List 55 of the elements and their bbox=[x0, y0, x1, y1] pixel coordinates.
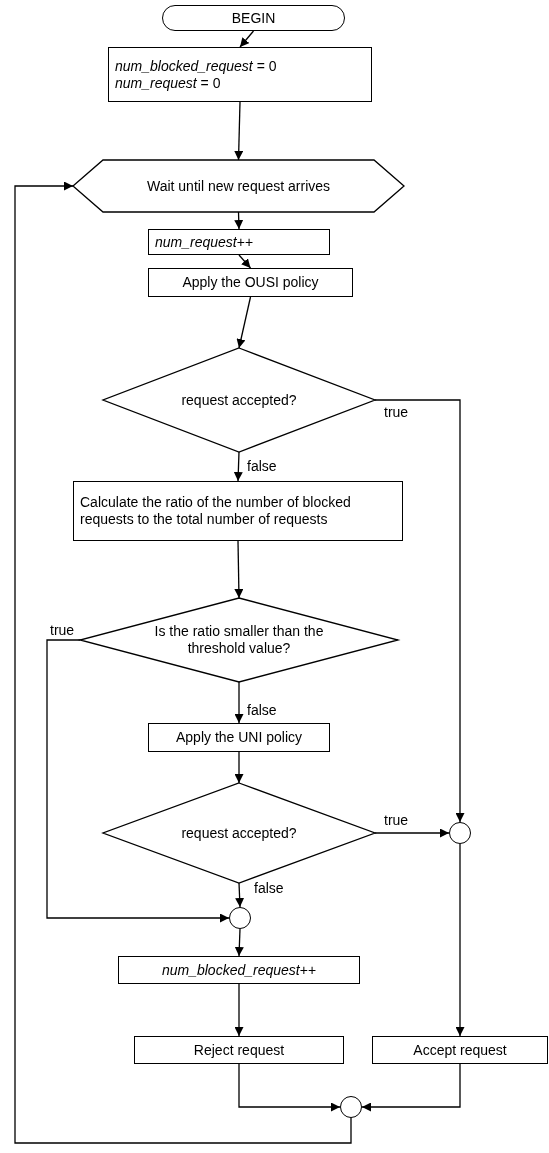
node-text: BEGIN bbox=[231, 9, 276, 27]
node-text: Is the ratio smaller than the threshold value? bbox=[153, 623, 325, 657]
node-text: request accepted? bbox=[181, 391, 297, 409]
node-text: Reject request bbox=[193, 1041, 285, 1059]
node-text: num_blocked_request++ bbox=[161, 961, 317, 979]
junction-circle bbox=[340, 1096, 362, 1118]
start-terminal bbox=[162, 5, 345, 31]
process-box bbox=[148, 229, 330, 255]
arrow bbox=[234, 751, 244, 784]
junction-circle bbox=[229, 907, 251, 929]
node-text: Wait until new request arrives bbox=[146, 177, 331, 195]
node-text: num_request = 0 bbox=[115, 74, 221, 92]
arrow bbox=[46, 639, 230, 923]
node-text: num_blocked_request = 0 bbox=[115, 57, 277, 75]
process-box bbox=[108, 47, 372, 102]
arrow bbox=[234, 101, 244, 161]
arrow bbox=[238, 254, 252, 269]
arrow bbox=[239, 30, 255, 48]
arrow bbox=[236, 296, 252, 349]
arrow bbox=[14, 181, 352, 1144]
decision-diamond bbox=[103, 783, 375, 883]
node-text: Apply the OUSI policy bbox=[182, 274, 319, 291]
arrow bbox=[374, 828, 450, 838]
node-text: Calculate the ratio of the number of blocked requests to the total number of requests bbox=[80, 494, 352, 528]
process-box bbox=[148, 268, 353, 297]
arrow bbox=[235, 882, 245, 908]
arrow bbox=[234, 681, 244, 724]
node-text: request accepted? bbox=[181, 824, 297, 842]
node-text: num_request++ bbox=[155, 233, 254, 251]
arrow bbox=[455, 843, 465, 1037]
junction-circle bbox=[449, 822, 471, 844]
arrow bbox=[233, 451, 243, 482]
process-box bbox=[148, 723, 330, 752]
arrow bbox=[234, 211, 244, 230]
edge-label: false bbox=[245, 458, 279, 474]
arrow bbox=[361, 1063, 461, 1112]
process-box bbox=[372, 1036, 548, 1064]
arrow bbox=[234, 928, 244, 957]
node-text: Accept request bbox=[413, 1041, 507, 1059]
node-text: Apply the UNI policy bbox=[175, 729, 303, 746]
decision-diamond bbox=[80, 598, 398, 682]
decision-diamond bbox=[103, 348, 375, 452]
arrow bbox=[234, 983, 244, 1037]
edge-label: true bbox=[382, 404, 411, 420]
edge-label: false bbox=[245, 702, 279, 718]
edge-label: true bbox=[48, 622, 77, 638]
arrow bbox=[374, 399, 465, 823]
process-box bbox=[73, 481, 403, 541]
edge-label: true bbox=[382, 812, 411, 828]
process-box bbox=[118, 956, 360, 984]
wait-hexagon bbox=[73, 160, 404, 212]
arrow bbox=[238, 1063, 341, 1112]
process-box bbox=[134, 1036, 344, 1064]
edge-label: false bbox=[252, 880, 286, 896]
arrow bbox=[234, 540, 244, 599]
